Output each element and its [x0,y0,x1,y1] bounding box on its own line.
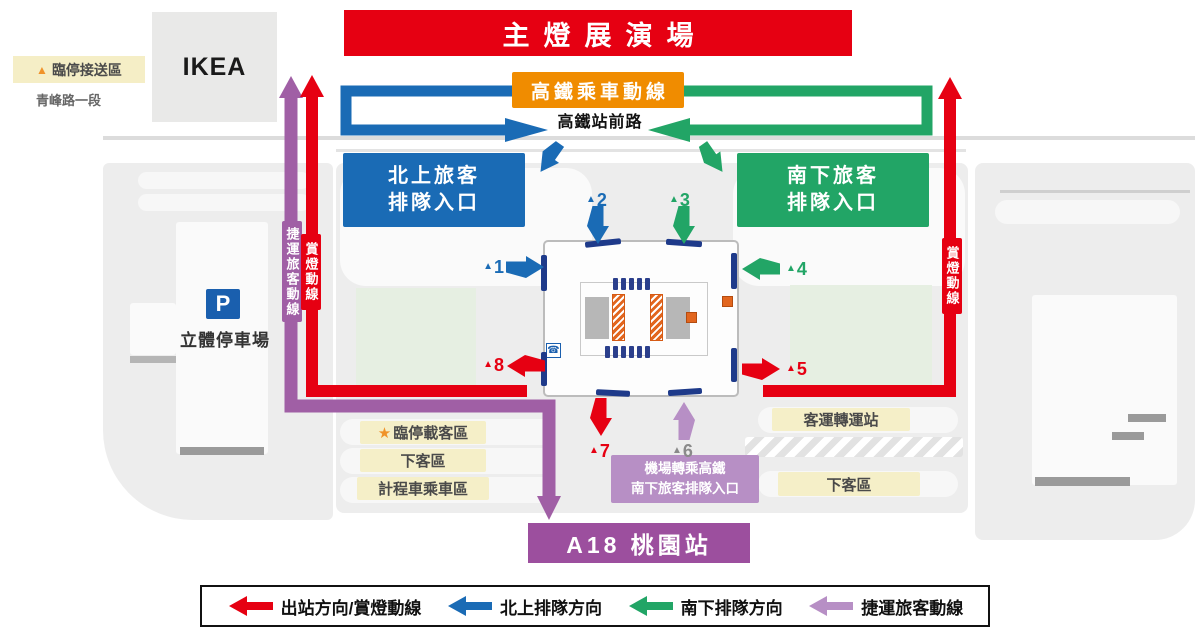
temp-pickup-dropoff-label: 臨停接送區 [51,61,122,78]
elevator-icon [722,296,733,307]
triangle-icon: ▲ [786,263,796,274]
triangle-icon: ▲ [36,62,48,77]
marker-number: 6 [682,441,693,461]
triangle-icon: ▲ [589,445,599,456]
building-detail [1035,477,1130,486]
road-edge-front [336,149,966,152]
marker-number: 2 [596,190,607,210]
ikea-building: IKEA [152,12,277,122]
left-bay [138,194,310,211]
hsr-boarding-flow-banner: 高鐵乘車動線 [512,72,684,108]
marker-number: 4 [796,259,807,279]
legend-label: 北上排隊方向 [500,598,603,618]
star-icon: ★ [377,424,392,442]
building-detail [180,447,264,455]
parking-garage-label: 立體停車場 [180,331,270,350]
hsr-front-road-label: 高鐵站前路 [557,114,643,131]
triangle-icon: ▲ [786,363,796,374]
left-bay [138,172,310,189]
marker-number: 3 [679,190,690,210]
marker-2: ▲2 [586,190,620,211]
mrt-flow-line-label: 捷運旅客動線 [282,221,302,322]
triangle-icon: ▲ [669,194,679,205]
left-arrow-icon [228,596,273,616]
escalator-west [612,294,625,341]
marker-5: ▲5 [786,359,820,380]
dropoff-zone-west: 下客區 [360,449,486,472]
airport-transfer-line1: 機場轉乘高鐵 [644,460,726,476]
building-detail [1000,190,1190,193]
escalator-east [650,294,663,341]
legend-label: 捷運旅客動線 [861,598,964,618]
airport-transfer-line2: 南下旅客排隊入口 [631,481,739,496]
marker-number: 8 [493,355,504,375]
turnstiles-north [613,278,650,290]
parking-annex [130,303,176,355]
station-building [543,240,739,397]
temp-pickup-label: 臨停載客區 [393,425,469,442]
main-stage-banner: 主燈展演場 [344,10,852,56]
turnstiles-south [605,346,650,358]
marker-1: ▲1 [470,257,504,278]
southbound-line1: 南下旅客 [787,165,879,187]
marker-8: ▲8 [470,355,504,376]
northbound-line1: 北上旅客 [388,165,480,187]
left-arrow-icon [628,596,673,616]
southbound-queue-entrance-box: 南下旅客 排隊入口 [737,153,929,227]
legend-item-northbound: 北上排隊方向 [446,594,602,619]
airport-transfer-queue-box: 機場轉乘高鐵 南下旅客排隊入口 [611,455,759,503]
triangle-icon: ▲ [483,261,493,272]
a18-station-banner: A18 桃園站 [528,523,750,563]
left-arrow-icon [809,596,854,616]
bus-bay-hatching [745,437,963,457]
marker-7: ▲7 [589,441,623,462]
taxi-boarding-zone: 計程車乘車區 [357,477,489,500]
qingfeng-road-label: 青峰路一段 [36,93,102,108]
bus-transfer-station: 客運轉運站 [772,408,910,431]
building-detail [130,356,176,363]
gate-5 [731,348,737,382]
marker-6: ▲6 [672,441,706,462]
marker-4: ▲4 [786,259,820,280]
triangle-icon: ▲ [586,194,596,205]
building-detail [1128,414,1166,422]
stair-block-west [585,297,609,339]
northbound-line2: 排隊入口 [388,192,480,214]
gate-1 [541,255,547,291]
parking-building [176,222,268,454]
marker-number: 1 [493,257,504,277]
legend-label: 出站方向/賞燈動線 [280,598,422,618]
parking-icon: P [206,289,240,319]
legend-item-southbound: 南下排隊方向 [627,594,783,619]
right-bay [995,200,1180,224]
triangle-icon: ▲ [483,359,493,370]
right-building [1032,295,1177,485]
legend-label: 南下排隊方向 [680,598,783,618]
green-area-west [356,288,476,386]
temp-pickup-dropoff-zone: ▲ 臨停接送區 [13,56,145,83]
gate-4 [731,253,737,289]
temp-passenger-pickup-zone: ★ 臨停載客區 [360,421,486,444]
marker-3: ▲3 [669,190,703,211]
left-arrow-icon [448,596,493,616]
legend: 出站方向/賞燈動線 北上排隊方向 南下排隊方向 捷運旅客動線 [200,585,990,627]
legend-item-exit: 出站方向/賞燈動線 [227,594,422,619]
northbound-queue-entrance-box: 北上旅客 排隊入口 [343,153,525,227]
phone-icon: ☎ [546,343,561,358]
elevator-icon [686,312,697,323]
road-edge-top [103,136,1195,140]
station-concourse-outline [580,282,708,356]
lantern-flow-label-west: 賞燈動線 [301,234,321,310]
southbound-line2: 排隊入口 [787,192,879,214]
building-detail [1112,432,1144,440]
gate-8 [541,352,547,386]
dropoff-zone-east: 下客區 [778,472,920,496]
marker-number: 5 [796,359,807,379]
marker-number: 7 [599,441,610,461]
triangle-icon: ▲ [672,445,682,456]
legend-item-mrt: 捷運旅客動線 [807,594,963,619]
lantern-flow-label-east: 賞燈動線 [942,238,962,314]
